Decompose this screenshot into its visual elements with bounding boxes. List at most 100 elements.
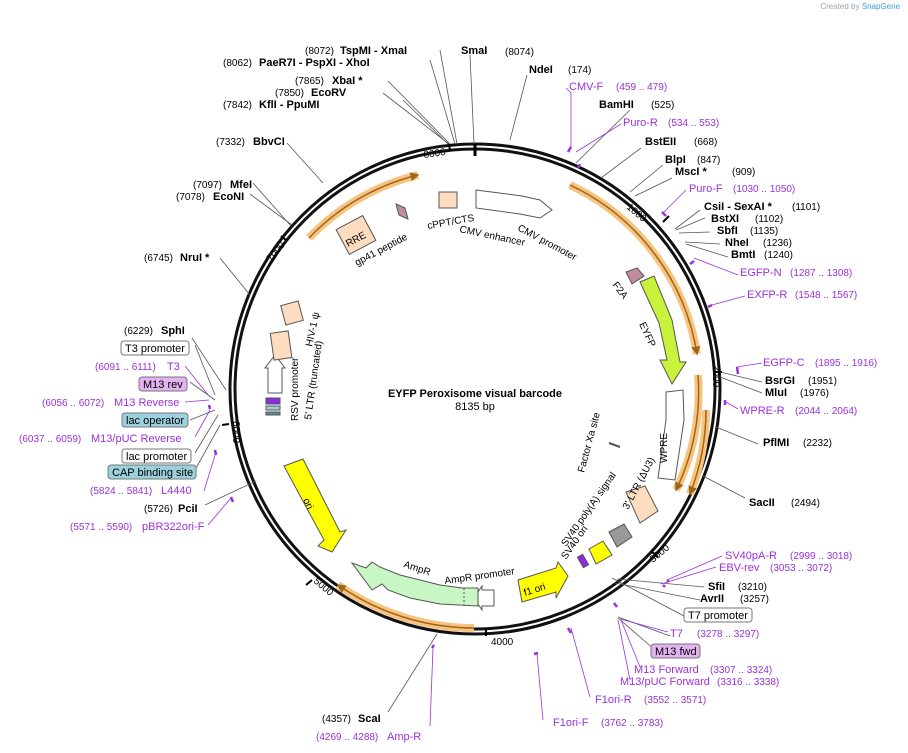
enzyme-ecorv: EcoRV — [311, 87, 347, 99]
enzyme-pos-sbfi: (1135) — [750, 226, 778, 237]
sv40-ori-box — [588, 540, 613, 565]
enzyme-avrii: AvrII — [700, 593, 724, 605]
enzyme-pos-nrui: (6745) — [144, 253, 173, 264]
primer-labels: CMV-F (459 .. 479) Puro-R (534 .. 553) P… — [19, 81, 877, 743]
enzyme-econi: EcoNI — [213, 191, 244, 203]
ori-label: ori — [300, 497, 315, 512]
enzyme-sphi: SphI — [161, 325, 185, 337]
enzyme-nhei: NheI — [725, 237, 749, 249]
plasmid-name: EYFP Peroxisome visual barcode — [388, 388, 562, 400]
wpre-label: WPRE — [659, 433, 670, 463]
m13-fwd-box — [650, 643, 701, 659]
enzyme-pos-nhei: (1236) — [763, 238, 792, 249]
primer-range-egfp-c: (1895 .. 1916) — [815, 358, 877, 369]
t3-promoter-box — [120, 340, 190, 356]
primer-m13-puc-reverse: M13/pUC Reverse — [91, 433, 181, 445]
ampr-promoter-label: AmpR promoter — [444, 566, 516, 587]
enzyme-tspmi-xmai: TspMI - XmaI — [340, 45, 407, 57]
primer-f1ori-r: F1ori-R — [595, 694, 632, 706]
tick-4000: 4000 — [491, 637, 514, 648]
enzyme-pos-csii: (1101) — [792, 202, 820, 213]
cap-site-box — [107, 464, 197, 480]
enzyme-pos-bsrgi: (1951) — [808, 376, 837, 387]
connector-lines — [189, 49, 763, 713]
wpre-box — [657, 389, 685, 481]
primer-egfp-c: EGFP-C — [763, 357, 805, 369]
snapgene-logo: SnapGene — [861, 2, 900, 11]
enzyme-pos-avrii: (3257) — [740, 594, 769, 605]
ori-arrow — [283, 458, 348, 553]
enzyme-pos-tspmi: (8072) — [305, 46, 334, 57]
lac-operator-label: lac operator — [126, 415, 184, 427]
enzyme-pos-ndei: (174) — [568, 65, 591, 76]
primer-range-f1ori-f: (3762 .. 3783) — [601, 718, 663, 729]
enzyme-xbai: XbaI * — [332, 75, 363, 87]
eyfp-label: EYFP — [636, 321, 657, 350]
enzyme-msci: MscI * — [675, 166, 708, 178]
tick-3000: 3000 — [648, 542, 672, 565]
rsv-promoter-arrow — [263, 354, 287, 394]
enzyme-pos-pflmi: (2232) — [803, 438, 832, 449]
primer-m13-puc-forward: M13/pUC Forward — [620, 676, 710, 688]
ltr5-box — [269, 330, 293, 361]
cmv-arrow — [475, 189, 553, 219]
enzyme-pos-xbai: (7865) — [295, 76, 324, 87]
cmv-promoter-label: CMV promoter — [516, 223, 579, 264]
primer-t3: T3 — [167, 361, 180, 373]
cmv-enhancer-label: CMV enhancer — [458, 224, 526, 249]
primer-m13-reverse: M13 Reverse — [114, 397, 179, 409]
primer-range-m13-forward: (3307 .. 3324) — [710, 665, 772, 676]
primer-range-m13-puc-forward: (3316 .. 3338) — [717, 677, 779, 688]
enzyme-bsteii: BstEII — [645, 136, 676, 148]
primer-range-exfp-r: (1548 .. 1567) — [795, 290, 857, 301]
enzyme-pos-msci: (909) — [732, 167, 755, 178]
f1-ori-arrow — [517, 560, 569, 603]
features: RRE gp41 peptide cPPT/CTS CMV enhancer C… — [263, 189, 687, 612]
f2a-arrow — [625, 267, 645, 285]
primer-lines — [184, 87, 763, 727]
enzyme-pos-paer7i: (8062) — [223, 58, 252, 69]
primer-range-m13-puc-reverse: (6037 .. 6059) — [19, 434, 81, 445]
gp41-arrow — [395, 203, 409, 220]
primer-range-puro-f: (1030 .. 1050) — [733, 184, 795, 195]
enzyme-pos-pcii: (5726) — [144, 504, 173, 515]
m13-rev-box — [138, 376, 188, 392]
eyfp-arrow — [639, 275, 687, 386]
enzyme-pos-smai: (8074) — [505, 47, 534, 58]
orf-arcs — [306, 171, 710, 632]
enzyme-bmti: BmtI — [731, 249, 755, 261]
ampr-arrow — [350, 561, 479, 607]
enzyme-pos-mlui: (1976) — [800, 388, 829, 399]
m13-rev-label: M13 rev — [143, 379, 183, 391]
primer-range-t3: (6091 .. 6111) — [95, 362, 156, 373]
enzyme-ndei: NdeI — [529, 64, 553, 76]
enzyme-kfli-ppumi: KflI - PpuMI — [259, 99, 320, 111]
enzyme-paer7i-pspxi-xhoi: PaeR7I - PspXI - XhoI — [259, 57, 370, 69]
enzyme-csii-sexai: CsiI - SexAI * — [704, 201, 773, 213]
primer-puro-r: Puro-R — [623, 117, 658, 129]
primer-l4440: L4440 — [161, 485, 192, 497]
primer-egfp-n: EGFP-N — [740, 267, 782, 279]
tick-5000: 5000 — [311, 576, 335, 599]
lac-marks-2 — [265, 405, 281, 411]
enzyme-pos-scai: (4357) — [322, 714, 351, 725]
ltr5-label: 5' LTR (truncated) — [303, 340, 325, 420]
enzyme-scai: ScaI — [358, 713, 381, 725]
primer-range-amp-r: (4269 .. 4288) — [316, 732, 378, 743]
lac-promoter-box — [121, 448, 192, 464]
t7-promoter-box — [683, 607, 753, 623]
t7-promoter-label: T7 promoter — [688, 610, 748, 622]
enzyme-mlui: MluI — [765, 387, 787, 399]
enzyme-mfei: MfeI — [230, 179, 252, 191]
primer-ticks — [207, 146, 740, 656]
primer-range-ebv-rev: (3053 .. 3072) — [770, 563, 832, 574]
enzyme-sfii: SfiI — [708, 581, 725, 593]
enzyme-blpi: BlpI — [665, 154, 686, 166]
boxed-labels: T7 promoter M13 fwd T3 promoter M13 rev … — [107, 340, 753, 659]
primer-m13-forward: M13 Forward — [634, 664, 699, 676]
factor-xa-mark — [608, 442, 621, 448]
primer-cmv-f: CMV-F — [569, 81, 604, 93]
orf-arc-4 — [336, 584, 475, 629]
enzyme-pos-mfei: (7097) — [193, 180, 222, 191]
